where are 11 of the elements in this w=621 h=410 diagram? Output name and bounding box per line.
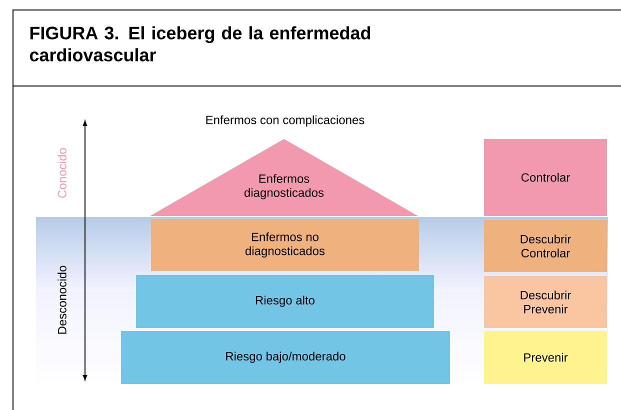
level-bar: Riesgo alto — [136, 275, 434, 328]
action-box: Descubrir Prevenir — [484, 276, 607, 328]
action-box: Prevenir — [484, 331, 607, 384]
level-bar: Enfermos no diagnosticados — [151, 219, 419, 271]
side-label: Conocido — [58, 148, 66, 198]
annotation-text: Enfermos con complicaciones — [206, 115, 364, 127]
action-box: Descubrir Controlar — [484, 220, 607, 272]
level-bar: Riesgo bajo/moderado — [121, 331, 450, 384]
figure-title: FIGURA 3. El iceberg de la enfermedad cardiovascular — [30, 26, 370, 62]
side-label: Desconocido — [58, 266, 66, 334]
action-box: Controlar — [484, 139, 607, 216]
